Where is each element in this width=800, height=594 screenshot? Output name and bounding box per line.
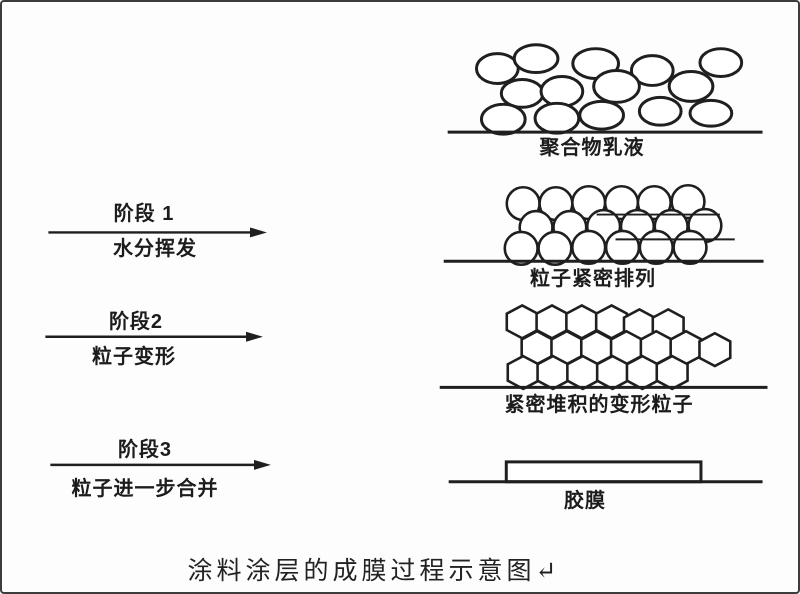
emulsion-particle xyxy=(637,95,683,127)
film-rect xyxy=(504,460,703,484)
figure-caption: 涂料涂层的成膜过程示意图↵ xyxy=(187,556,561,585)
stage-label-film: 胶膜 xyxy=(564,490,606,512)
emulsion-particle xyxy=(578,99,625,131)
arrow3-process-label: 粒子进一步合并 xyxy=(71,478,219,500)
emulsion-particle xyxy=(479,102,527,136)
deformed-particle xyxy=(595,354,630,391)
packed-particle xyxy=(638,229,674,266)
stage-label-packed-particles: 粒子紧密排列 xyxy=(530,268,656,290)
packed-particle xyxy=(672,229,708,266)
arrow1-stage-label: 阶段 1 xyxy=(113,203,175,225)
emulsion-particle xyxy=(688,98,734,128)
stage-arrow-head xyxy=(253,459,271,470)
deformed-particle xyxy=(655,354,689,391)
deformed-particle xyxy=(506,354,540,391)
deformed-particle xyxy=(536,354,570,391)
deformed-particle xyxy=(698,331,732,368)
arrow1-process-label: 水分挥发 xyxy=(113,238,197,260)
deformed-particle xyxy=(566,354,600,391)
emulsion-particle xyxy=(512,43,560,75)
deformed-particle xyxy=(625,354,660,391)
arrow3-stage-label: 阶段3 xyxy=(117,439,173,461)
stage-arrow-head xyxy=(250,227,267,238)
stage-label-polymer-emulsion: 聚合物乳液 xyxy=(539,137,645,159)
packed-particle xyxy=(604,229,641,266)
stage-label-deformed-particles: 紧密堆积的变形粒子 xyxy=(504,394,694,416)
emulsion-particle xyxy=(539,75,585,108)
emulsion-particle xyxy=(533,101,581,135)
arrow2-process-label: 粒子变形 xyxy=(92,346,176,368)
emulsion-particle xyxy=(592,69,641,104)
arrow2-stage-label: 阶段2 xyxy=(108,311,164,333)
emulsion-particle xyxy=(698,47,744,78)
packed-particle xyxy=(670,183,706,220)
stage-arrow-head xyxy=(246,331,263,342)
emulsion-particle xyxy=(667,70,715,103)
emulsion-particle xyxy=(629,54,675,87)
emulsion-particle xyxy=(474,52,520,85)
packed-particle xyxy=(571,229,607,266)
